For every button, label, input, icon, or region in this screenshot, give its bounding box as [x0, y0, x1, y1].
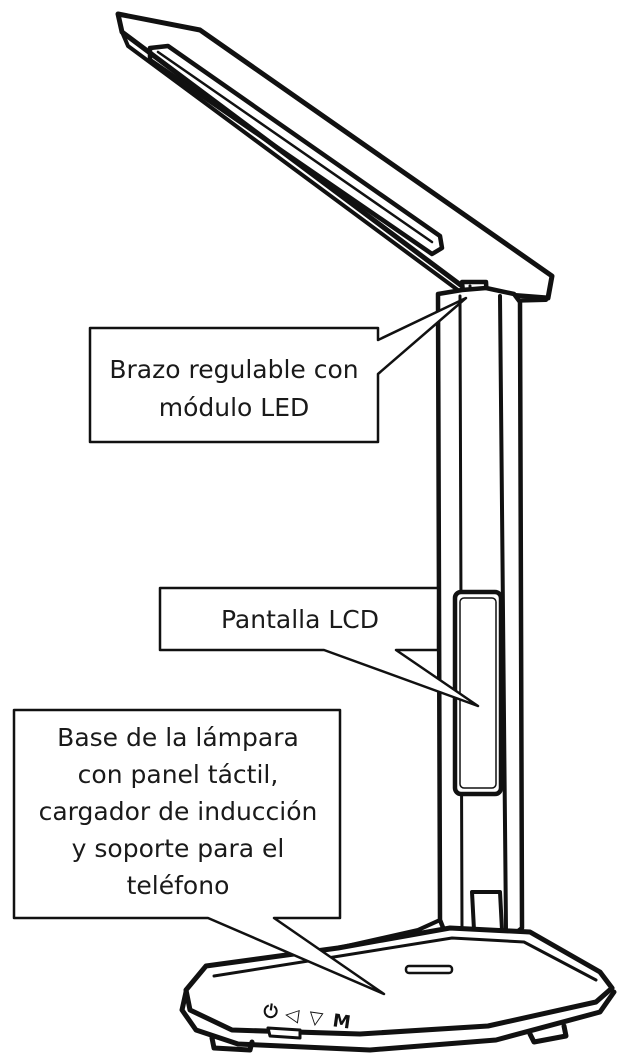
- callout-base-line5: teléfono: [127, 871, 230, 900]
- callout-base-line4: y soporte para el: [72, 834, 285, 863]
- mode-icon: M: [331, 1010, 352, 1033]
- callout-base-line3: cargador de inducción: [39, 797, 318, 826]
- charging-indicator: [404, 964, 454, 975]
- callout-arm-line1: Brazo regulable con: [109, 355, 358, 384]
- left-icon: ◁: [284, 1004, 301, 1027]
- callout-lcd: Pantalla LCD: [158, 586, 480, 708]
- lamp-head: [115, 11, 555, 304]
- power-icon: ⏻: [262, 1001, 280, 1024]
- callout-arm-line2: módulo LED: [159, 393, 310, 422]
- callout-base: Base de la lámpara con panel táctil, car…: [12, 708, 386, 996]
- touch-panel: ⏻ ◁ ▽ M: [262, 1001, 352, 1034]
- down-icon: ▽: [308, 1007, 325, 1030]
- callout-lcd-line1: Pantalla LCD: [221, 605, 379, 634]
- lamp-stand: [435, 285, 528, 954]
- lcd-screen: [452, 589, 504, 797]
- callout-arm: Brazo regulable con módulo LED: [88, 296, 468, 444]
- callout-base-line1: Base de la lámpara: [57, 723, 299, 752]
- callout-base-line2: con panel táctil,: [78, 760, 279, 789]
- lamp-base: [179, 918, 617, 1053]
